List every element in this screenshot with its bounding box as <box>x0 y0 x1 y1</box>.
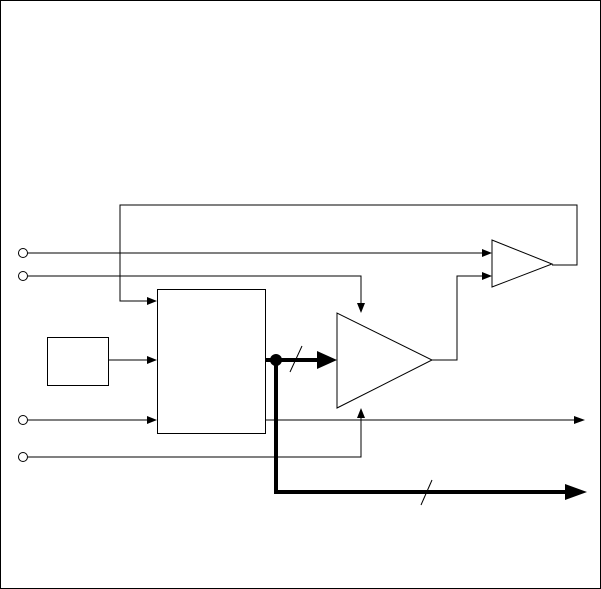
bus-width-slash-lower <box>420 479 433 506</box>
input-2-wire <box>28 275 362 303</box>
output-arrowhead <box>574 416 585 424</box>
input-2-arrowhead <box>357 303 365 313</box>
amp-link-wire <box>432 275 482 361</box>
input-4-arrowhead <box>357 408 365 418</box>
input-4-wire <box>28 418 362 458</box>
input-pin-1 <box>18 248 28 258</box>
source-arrowhead <box>147 356 157 364</box>
feedback-wire <box>119 204 578 302</box>
feedback-arrowhead <box>147 297 157 305</box>
source-block <box>47 337 109 386</box>
input-pin-3 <box>18 415 28 425</box>
input-pin-2 <box>18 271 28 281</box>
bus-amplifier-arrowhead <box>317 351 337 369</box>
input-1-arrowhead <box>482 249 492 257</box>
amp-link-arrowhead <box>482 272 492 280</box>
input-pin-4 <box>18 452 28 462</box>
bus-output-arrowhead <box>565 484 587 500</box>
bus-branch <box>274 360 565 494</box>
input-3-arrowhead <box>147 416 157 424</box>
bus-width-slash-upper <box>289 345 303 373</box>
processing-block <box>157 289 266 434</box>
output-amplifier-triangle <box>491 239 554 288</box>
main-amplifier-triangle <box>336 312 434 409</box>
